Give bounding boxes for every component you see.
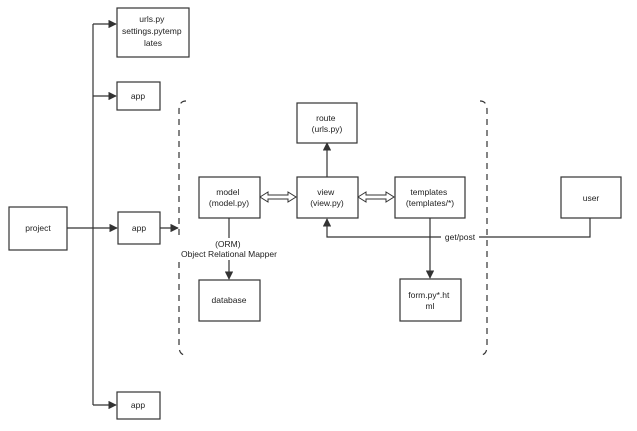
database-label: database [212,295,247,305]
templates-label-line1: templates [410,187,447,197]
templates-label-line2: (templates/*) [406,198,454,208]
route-label-line1: route [316,113,336,123]
get-post-label: get/post [445,232,476,242]
urls-settings-label-line2: settings.pytemp [122,26,182,36]
orm-label-line1: (ORM) [215,239,241,249]
svg-text:templates (templates/*): templates (templates/*) [406,187,454,208]
svg-text:get/post: get/post [445,232,476,242]
urls-settings-label-line3: lates [144,38,162,48]
svg-text:route (urls.py): route (urls.py) [312,113,343,134]
model-view-double-arrow [259,191,297,203]
project-node: project [8,206,68,251]
svg-text:app: app [131,91,145,101]
view-node: view (view.py) [296,176,359,219]
view-label-line2: (view.py) [310,198,344,208]
svg-text:model (model.py): model (model.py) [209,187,249,208]
database-node: database [198,279,261,322]
model-node: model (model.py) [198,176,261,219]
app-boundary-bracket-left [178,100,187,356]
templates-node: templates (templates/*) [394,176,466,219]
svg-text:user: user [583,193,600,203]
svg-text:app: app [131,400,145,410]
route-node: route (urls.py) [296,102,358,144]
form-node: form.py*.ht ml [399,278,462,322]
model-label-line1: model [216,187,239,197]
app-top-node: app [116,81,161,111]
urls-settings-node: urls.py settings.pytemp lates [116,7,190,58]
user-label: user [583,193,600,203]
svg-text:urls.py settings.pytemp: urls.py settings.pytemp lates [122,14,184,48]
form-label-line2: ml [426,301,435,311]
view-templates-double-arrow [357,191,395,203]
orm-label-line2: Object Relational Mapper [181,249,277,259]
app-mid-node: app [117,211,161,245]
app-bottom-label: app [131,400,145,410]
svg-text:(ORM) Object Relational Ma: (ORM) Object Relational Mapper [181,239,277,259]
svg-text:form.py*.ht ml: form.py*.ht ml [408,290,451,311]
svg-text:database: database [212,295,247,305]
urls-settings-label-line1: urls.py [139,14,165,24]
svg-text:view (view.py): view (view.py) [310,187,344,208]
model-label-line2: (model.py) [209,198,249,208]
svg-text:app: app [132,223,146,233]
app-boundary-bracket-right [479,100,488,356]
project-label: project [25,223,51,233]
app-top-label: app [131,91,145,101]
app-bottom-node: app [116,391,161,420]
svg-text:project: project [25,223,51,233]
route-label-line2: (urls.py) [312,124,343,134]
app-mid-label: app [132,223,146,233]
view-label-line1: view [317,187,335,197]
form-label-line1: form.py*.ht [408,290,450,300]
user-node: user [560,176,622,219]
